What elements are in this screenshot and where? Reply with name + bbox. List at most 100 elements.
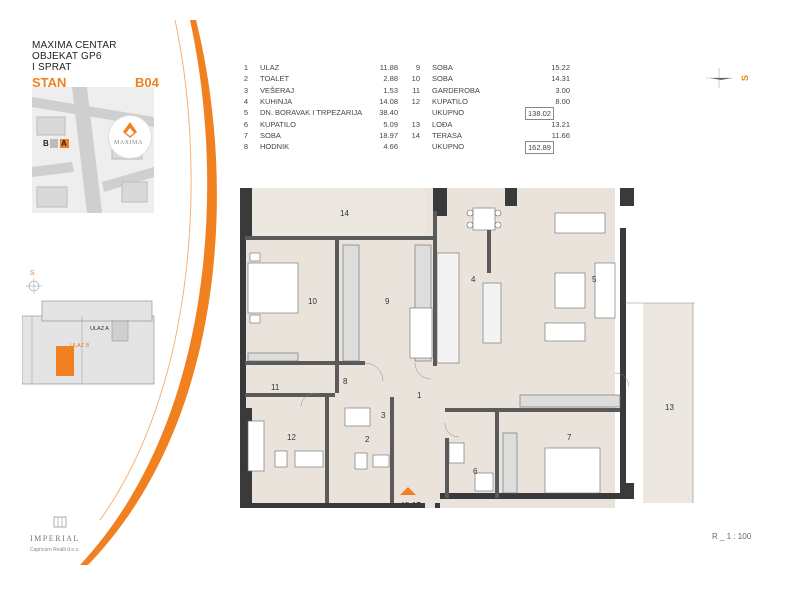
room-area: 2.88 xyxy=(383,74,398,84)
room-name: SOBA xyxy=(260,130,281,140)
room-number: 13 xyxy=(411,119,420,129)
area-table-row: 6 KUPATILO 5.09 xyxy=(234,119,404,130)
plan-room-label: 2 xyxy=(365,435,370,444)
floor-title: I SPRAT xyxy=(32,62,72,73)
room-name: TOALET xyxy=(260,74,290,84)
area-table-row: 4 KUHINJA 14.08 xyxy=(234,96,404,107)
area-table-row: 2 TOALET 2.88 xyxy=(234,73,404,84)
plan-room-label: 14 xyxy=(340,209,349,218)
room-area: 1.53 xyxy=(383,85,398,95)
plan-room-label: 1 xyxy=(417,391,422,400)
room-name: HODNIK xyxy=(260,142,290,152)
area-table-row: 7 SOBA 18.97 xyxy=(234,130,404,141)
area-table-row: 3 VEŠERAJ 1.53 xyxy=(234,85,404,96)
stan-label: STAN xyxy=(32,75,67,90)
project-title: MAXIMA CENTAR xyxy=(32,40,117,51)
room-area: 18.97 xyxy=(379,130,398,140)
room-name: DN. BORAVAK I TRPEZARIJA xyxy=(260,108,363,118)
room-area: 13.21 xyxy=(551,119,570,129)
compass-label: S xyxy=(740,74,751,82)
room-name: KUHINJA xyxy=(260,96,293,106)
area-table-row: UKUPNO 138.02 xyxy=(406,107,576,121)
plan-room-label: 11 xyxy=(271,383,280,392)
plan-room-label: 3 xyxy=(381,411,386,420)
area-table: 1 ULAZ 11.88 2 TOALET 2.88 3 VEŠERAJ 1.53 4 KUHINJ… xyxy=(234,62,574,162)
room-number: 11 xyxy=(412,85,420,95)
room-area: 5.09 xyxy=(383,119,398,129)
room-number: 12 xyxy=(411,96,420,106)
entrance-arrow-icon xyxy=(400,487,416,495)
room-name: ULAZ xyxy=(260,63,280,72)
plan-room-label: 10 xyxy=(308,297,317,306)
stan-code: B04 xyxy=(135,75,159,90)
area-table-row: 11 GARDEROBA 3.00 xyxy=(406,85,576,96)
room-name: SOBA xyxy=(432,63,453,72)
plan-room-label: 7 xyxy=(567,433,572,442)
room-name: KUPATILO xyxy=(260,119,296,129)
room-name: SOBA xyxy=(432,74,453,84)
object-title: OBJEKAT GP6 xyxy=(32,51,102,62)
plan-room-label: 8 xyxy=(343,377,348,386)
room-name: GARDEROBA xyxy=(432,85,480,95)
room-name: UKUPNO xyxy=(432,108,465,118)
room-number: 6 xyxy=(243,119,248,129)
area-table-row: 5 DN. BORAVAK I TRPEZARIJA 38.40 xyxy=(234,107,404,118)
plan-room-label: 12 xyxy=(287,433,296,442)
plan-room-label: 5 xyxy=(592,275,597,284)
keyplan-north: S xyxy=(30,270,35,277)
keyplan-compass-icon xyxy=(26,278,42,294)
location-map: MAXIMA B A xyxy=(32,87,154,213)
maxima-logo-text: MAXIMA xyxy=(114,140,143,146)
plan-room-label: 6 xyxy=(473,467,478,476)
keyplan-ulaz-b: ULAZ B xyxy=(70,343,90,349)
room-number: 4 xyxy=(243,96,248,106)
room-area: 14.08 xyxy=(379,96,398,106)
room-number: 1 xyxy=(243,63,248,72)
room-area: 3.00 xyxy=(555,85,570,95)
floor-plan xyxy=(240,188,695,508)
room-name: UKUPNO xyxy=(432,142,465,152)
area-table-row: 8 HODNIK 4.66 xyxy=(234,141,404,152)
maxima-logo: MAXIMA xyxy=(108,115,152,159)
area-table-row: 10 SOBA 14.31 xyxy=(406,73,576,84)
room-area: 15.22 xyxy=(551,63,570,72)
area-table-row: 1 ULAZ 11.88 xyxy=(234,62,404,73)
area-table-row: 9 SOBA 15.22 xyxy=(406,62,576,73)
room-area: 138.02 xyxy=(525,107,554,121)
room-name: TERASA xyxy=(432,130,463,140)
room-name: LOĐA xyxy=(432,119,453,129)
building-b-label: B xyxy=(43,139,49,148)
plan-room-label: 13 xyxy=(665,403,674,412)
company-text: Capricorn Realit d.o.o. xyxy=(30,547,80,553)
area-table-row: UKUPNO 162.89 xyxy=(406,141,576,155)
room-area: 4.66 xyxy=(383,142,398,152)
room-number: 5 xyxy=(243,108,248,118)
room-number: 7 xyxy=(243,130,248,140)
orange-swoosh xyxy=(80,19,217,565)
room-area: 8.00 xyxy=(555,96,570,106)
room-area: 11.88 xyxy=(379,63,398,72)
compass-icon xyxy=(706,68,732,88)
imperial-logo: IMPERIAL Capricorn Realit d.o.o. xyxy=(30,515,90,553)
room-name: VEŠERAJ xyxy=(260,85,295,95)
room-area: 11.66 xyxy=(551,130,570,140)
room-number: 10 xyxy=(411,74,420,84)
room-number: 9 xyxy=(415,63,420,72)
room-area: 38.40 xyxy=(379,108,398,118)
keyplan-ulaz-a: ULAZ A xyxy=(90,326,109,332)
room-area: 162.89 xyxy=(525,141,554,155)
room-number: 8 xyxy=(243,142,248,152)
keyplan: ULAZ A ULAZ B xyxy=(21,296,162,386)
plan-room-label: 9 xyxy=(385,297,390,306)
plan-room-label: 4 xyxy=(471,275,476,284)
room-number: 2 xyxy=(243,74,248,84)
scale-label: R _ 1 : 100 xyxy=(712,532,752,541)
building-a-label: A xyxy=(61,139,67,148)
imperial-text: IMPERIAL xyxy=(30,534,80,543)
room-area: 14.31 xyxy=(551,74,570,84)
area-table-row: 13 LOĐA 13.21 xyxy=(406,119,576,130)
room-number: 3 xyxy=(243,85,248,95)
